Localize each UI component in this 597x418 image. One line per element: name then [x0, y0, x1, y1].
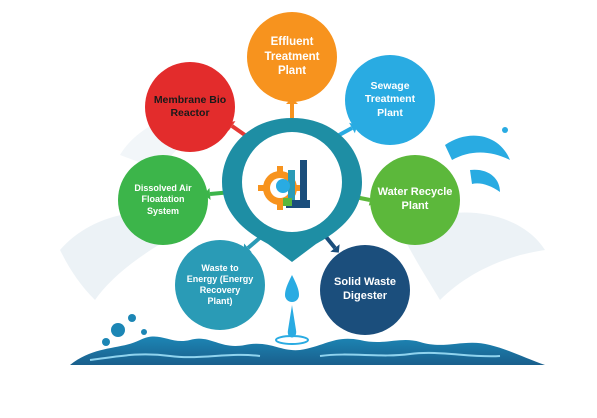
node-membrane: Membrane Bio Reactor	[145, 62, 235, 152]
node-solid-waste: Solid Waste Digester	[320, 245, 410, 335]
water-drop-icon	[275, 275, 309, 345]
water-splash-icon	[445, 127, 510, 192]
node-waste-energy: Waste to Energy (Energy Recovery Plant)	[175, 240, 265, 330]
node-sewage: Sewage Treatment Plant	[345, 55, 435, 145]
node-label: Membrane Bio Reactor	[153, 93, 227, 119]
node-label: Solid Waste Digester	[334, 276, 396, 302]
node-dissolved-air: Dissolved Air Floatation System	[118, 155, 208, 245]
node-label: Dissolved Air Floatation System	[134, 183, 192, 216]
node-water-recycle: Water Recycle Plant	[370, 155, 460, 245]
bubbles	[102, 314, 147, 346]
node-label: Waste to Energy (Energy Recovery Plant)	[186, 262, 254, 307]
arrowhead-solid-waste	[330, 244, 340, 253]
node-label: Water Recycle Plant	[377, 186, 453, 212]
node-effluent: Effluent Treatment Plant	[247, 12, 337, 102]
node-label: Effluent Treatment Plant	[264, 36, 320, 78]
water-wave	[70, 336, 545, 365]
factory-gear-icon	[258, 160, 310, 210]
node-label: Sewage Treatment Plant	[364, 80, 416, 119]
